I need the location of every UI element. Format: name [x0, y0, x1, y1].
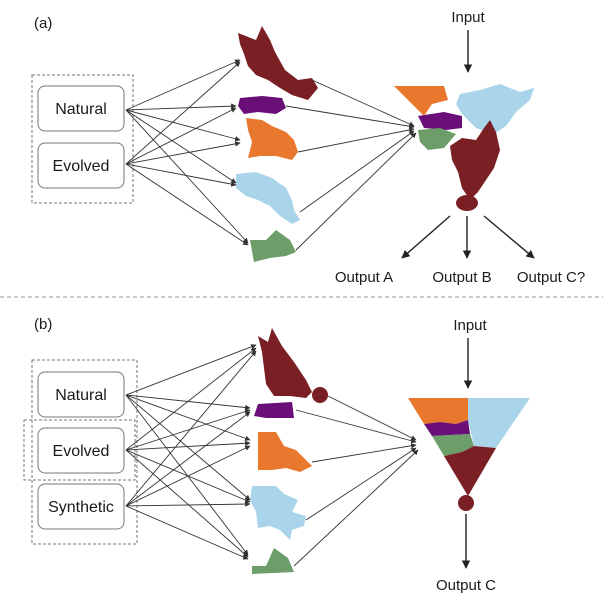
panel-a: (a) Natural Evolved [31, 9, 585, 286]
output-b-label: Output B [432, 269, 491, 286]
orange-shape-b [258, 432, 312, 472]
evolved-highlight-box [23, 419, 136, 481]
natural-source-label: Natural [55, 101, 107, 118]
evolved-source-label: Evolved [53, 158, 110, 175]
source-group-box-b [31, 359, 138, 545]
maroon-shape-b [258, 328, 312, 398]
assembled-composite [408, 398, 530, 511]
converge-arrows [285, 79, 417, 251]
lightblue-shape-b [250, 486, 306, 540]
orange-shape [246, 118, 298, 160]
output-c-arrow [483, 215, 535, 259]
evolved-source-label-b: Evolved [53, 443, 110, 460]
fanout-arrows-b [125, 344, 257, 560]
maroon-dot-b [312, 387, 328, 403]
panel-b-tag: (b) [34, 316, 52, 333]
component-shapes-b [250, 328, 328, 574]
source-group-box [31, 74, 134, 204]
panel-b: (b) Natural Evolved Synthetic [23, 316, 530, 594]
panel-a-tag: (a) [34, 15, 52, 32]
fanout-arrows [125, 59, 249, 246]
input-label: Input [451, 9, 485, 26]
maroon-shape [238, 26, 318, 100]
composite-shape [394, 84, 534, 211]
natural-source-box-b [37, 371, 125, 418]
evolved-source-box-b [37, 427, 125, 474]
converge-arrows-b [293, 395, 419, 567]
output-a-arrow [401, 215, 451, 259]
natural-source-label-b: Natural [55, 387, 107, 404]
synthetic-source-label: Synthetic [48, 499, 114, 516]
natural-source-box [37, 85, 125, 132]
evolved-source-box [37, 142, 125, 189]
component-shapes [236, 26, 318, 262]
output-c-label: Output C? [517, 269, 585, 286]
input-label-b: Input [453, 317, 487, 334]
green-shape-b [252, 548, 294, 574]
output-a-label: Output A [335, 269, 393, 286]
purple-shape-b [254, 402, 294, 418]
green-shape [250, 230, 296, 262]
output-c-label-b: Output C [436, 577, 496, 594]
purple-shape [238, 96, 286, 114]
lightblue-shape [236, 172, 300, 224]
synthetic-source-box [37, 483, 125, 530]
